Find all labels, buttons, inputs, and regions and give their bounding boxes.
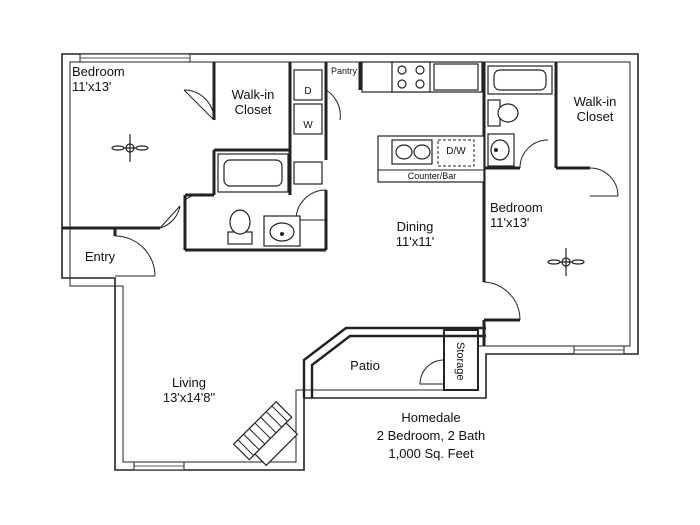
dryer-label: D: [304, 86, 312, 97]
bathtub-icon: [217, 153, 289, 193]
plan-area: 1,000 Sq. Feet: [388, 446, 474, 461]
stove-icon: [391, 61, 431, 93]
washer-label: W: [303, 120, 313, 131]
bathtub-icon: [487, 65, 553, 95]
room-name: Bedroom: [490, 200, 543, 215]
room-size: 11'x13': [72, 79, 112, 94]
room-name: Dining: [396, 219, 434, 234]
dishwasher-label: D/W: [446, 146, 466, 157]
closet-line1: Walk-in: [573, 94, 617, 109]
closet-line2: Closet: [234, 102, 272, 117]
ceiling-fan-icon: [111, 134, 149, 162]
dining-label: Dining 11'x11': [370, 219, 460, 249]
windows: [79, 53, 625, 471]
bedroom-left-label: Bedroom 11'x13': [72, 64, 125, 94]
room-size: 13'x14'8": [162, 390, 216, 405]
room-size: 11'x11': [395, 234, 435, 249]
plan-layout: 2 Bedroom, 2 Bath: [376, 428, 486, 443]
sink-icon: [263, 215, 301, 247]
washer-dryer: [293, 69, 323, 185]
living-label: Living 13'x14'8": [144, 375, 234, 405]
closet-line1: Walk-in: [231, 87, 275, 102]
pantry-label: Pantry: [330, 66, 357, 76]
plan-name: Homedale: [401, 410, 461, 425]
patio-label: Patio: [350, 358, 380, 373]
ceiling-fan-icon: [547, 248, 585, 276]
entry-label: Entry: [84, 249, 116, 264]
room-size: 11'x13': [490, 215, 530, 230]
bedroom-right-label: Bedroom 11'x13': [490, 200, 543, 230]
storage-label: Storage: [454, 341, 466, 381]
closet-line2: Closet: [576, 109, 614, 124]
closet-left-label: Walk-in Closet: [218, 87, 288, 117]
room-name: Living: [172, 375, 206, 390]
toilet-icon: [487, 99, 519, 127]
kitchen-counter-top: [361, 61, 483, 93]
counter-bar: [377, 135, 485, 183]
room-name: Bedroom: [72, 64, 125, 79]
plan-summary: Homedale 2 Bedroom, 2 Bath 1,000 Sq. Fee…: [356, 410, 506, 461]
fireplace-icon: [232, 400, 299, 467]
closet-right-label: Walk-in Closet: [560, 94, 630, 124]
door-swing-icon: [419, 359, 445, 385]
counter-bar-label: Counter/Bar: [407, 171, 457, 181]
toilet-icon: [227, 209, 253, 245]
doors: [114, 89, 619, 321]
sink-icon: [487, 133, 515, 167]
